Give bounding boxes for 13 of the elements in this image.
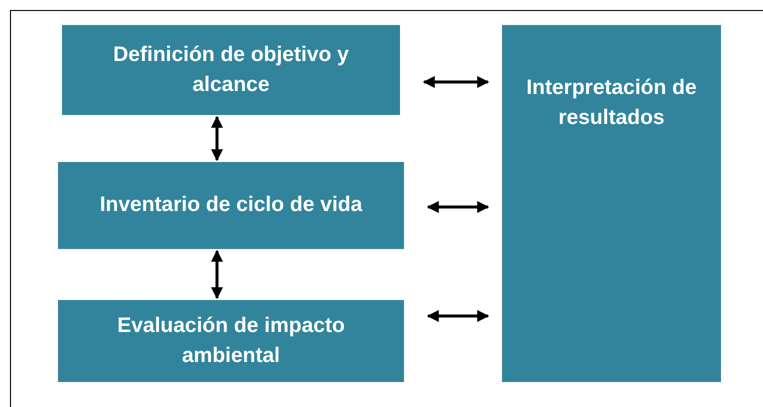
double-arrow — [426, 201, 490, 213]
double-arrow — [211, 250, 223, 300]
box-label: Inventario de ciclo de vida — [100, 192, 362, 218]
box-label: Definición de objetivo y alcance — [112, 42, 350, 98]
process-box — [58, 300, 404, 382]
double-arrow — [211, 116, 223, 162]
process-box — [62, 25, 400, 115]
process-box — [502, 25, 721, 382]
box-label: Interpretación de resultados — [525, 75, 698, 132]
double-arrow — [422, 76, 490, 88]
box-label: Evaluación de impacto ambiental — [116, 312, 346, 369]
process-box — [58, 162, 404, 249]
double-arrow — [426, 310, 490, 322]
